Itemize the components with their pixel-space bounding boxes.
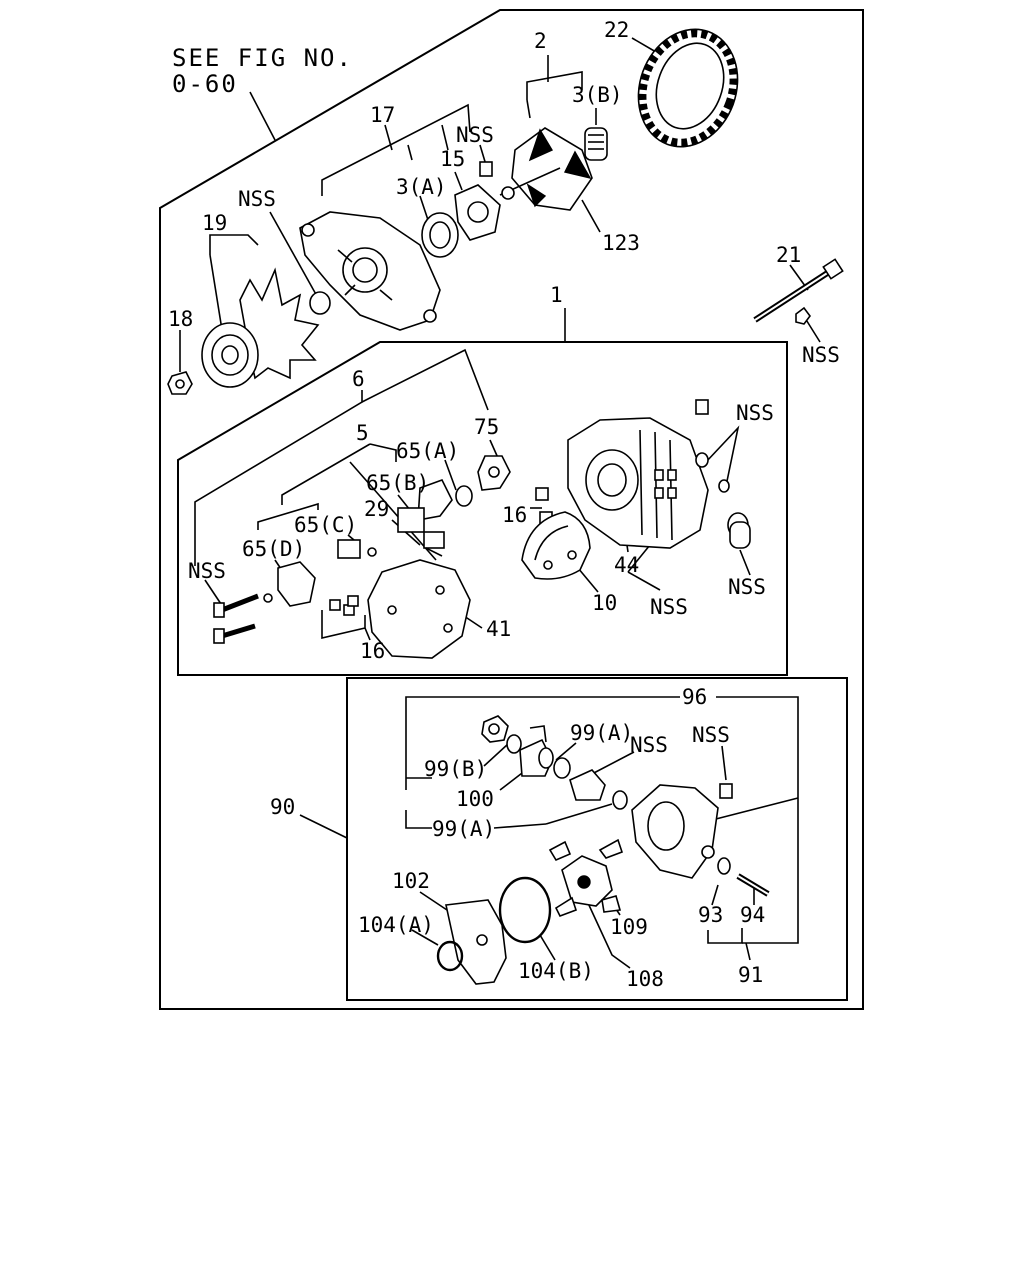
- label-19: 19: [202, 211, 227, 235]
- label-65d: 65(D): [242, 537, 305, 561]
- vacuum-pump-group: [436, 715, 770, 985]
- label-65b: 65(B): [366, 471, 429, 495]
- label-108: 108: [626, 967, 664, 991]
- label-99a-low: 99(A): [432, 817, 495, 841]
- label-123: 123: [602, 231, 640, 255]
- mounting-screws: [213, 593, 259, 644]
- inner-frame-body-group: [177, 341, 788, 676]
- label-3b: 3(B): [572, 83, 623, 107]
- label-nss-left: NSS: [238, 187, 276, 211]
- label-94: 94: [740, 903, 765, 927]
- label-44: 44: [614, 553, 639, 577]
- stator-ring: [637, 28, 739, 148]
- label-10: 10: [592, 591, 617, 615]
- label-nss-r3: NSS: [728, 575, 766, 599]
- label-18: 18: [168, 307, 193, 331]
- label-100: 100: [456, 787, 494, 811]
- label-16-low: 16: [360, 639, 385, 663]
- label-22: 22: [604, 18, 629, 42]
- through-bolt: [753, 258, 844, 323]
- spacer-collar: [309, 291, 331, 315]
- label-102: 102: [392, 869, 430, 893]
- label-nss-r2: NSS: [736, 401, 774, 425]
- label-5: 5: [356, 421, 369, 445]
- front-housing: [299, 211, 441, 331]
- label-99a-top: 99(A): [570, 721, 633, 745]
- cooling-fan: [239, 267, 320, 380]
- label-91: 91: [738, 963, 763, 987]
- rear-housing: [567, 417, 709, 549]
- label-104a: 104(A): [358, 913, 434, 937]
- label-nss-k1: NSS: [630, 733, 668, 757]
- label-21: 21: [776, 243, 801, 267]
- label-104b: 104(B): [518, 959, 594, 983]
- lower-frame-pump-group: [346, 677, 848, 1001]
- insulator-disc: [367, 559, 471, 659]
- label-99b: 99(B): [424, 757, 487, 781]
- label-29: 29: [364, 497, 389, 521]
- label-109: 109: [610, 915, 648, 939]
- pulley: [201, 322, 259, 388]
- rectifier: [521, 511, 591, 580]
- label-75: 75: [474, 415, 499, 439]
- label-41: 41: [486, 617, 511, 641]
- pulley-nut: [167, 371, 193, 395]
- retainer-plate: [454, 184, 501, 241]
- outer-frame: [159, 9, 864, 1010]
- front-bearing: [421, 212, 459, 258]
- brush-holder-group: [263, 455, 511, 607]
- label-3a: 3(A): [396, 175, 447, 199]
- label-nss-top: NSS: [456, 123, 494, 147]
- label-nss-k2: NSS: [692, 723, 730, 747]
- label-nss-m: NSS: [650, 595, 688, 619]
- through-bolt-nut: [795, 306, 811, 325]
- label-96: 96: [682, 685, 707, 709]
- small-screw-top: [479, 161, 493, 177]
- see-fig-line2: 0-60: [172, 70, 238, 98]
- label-1: 1: [550, 283, 563, 307]
- label-2: 2: [534, 29, 547, 53]
- label-17: 17: [370, 103, 395, 127]
- terminal-bolts: [329, 595, 359, 616]
- rear-hardware: [695, 399, 751, 549]
- leader-lines: [179, 37, 821, 969]
- label-65c: 65(C): [294, 513, 357, 537]
- label-15: 15: [440, 147, 465, 171]
- label-6: 6: [352, 367, 365, 391]
- label-93: 93: [698, 903, 723, 927]
- rotor: [499, 127, 608, 211]
- label-nss-r1: NSS: [802, 343, 840, 367]
- label-16-right: 16: [502, 503, 527, 527]
- label-nss-ml: NSS: [188, 559, 226, 583]
- label-90: 90: [270, 795, 295, 819]
- label-65a: 65(A): [396, 439, 459, 463]
- see-fig-line1: SEE FIG NO.: [172, 44, 353, 72]
